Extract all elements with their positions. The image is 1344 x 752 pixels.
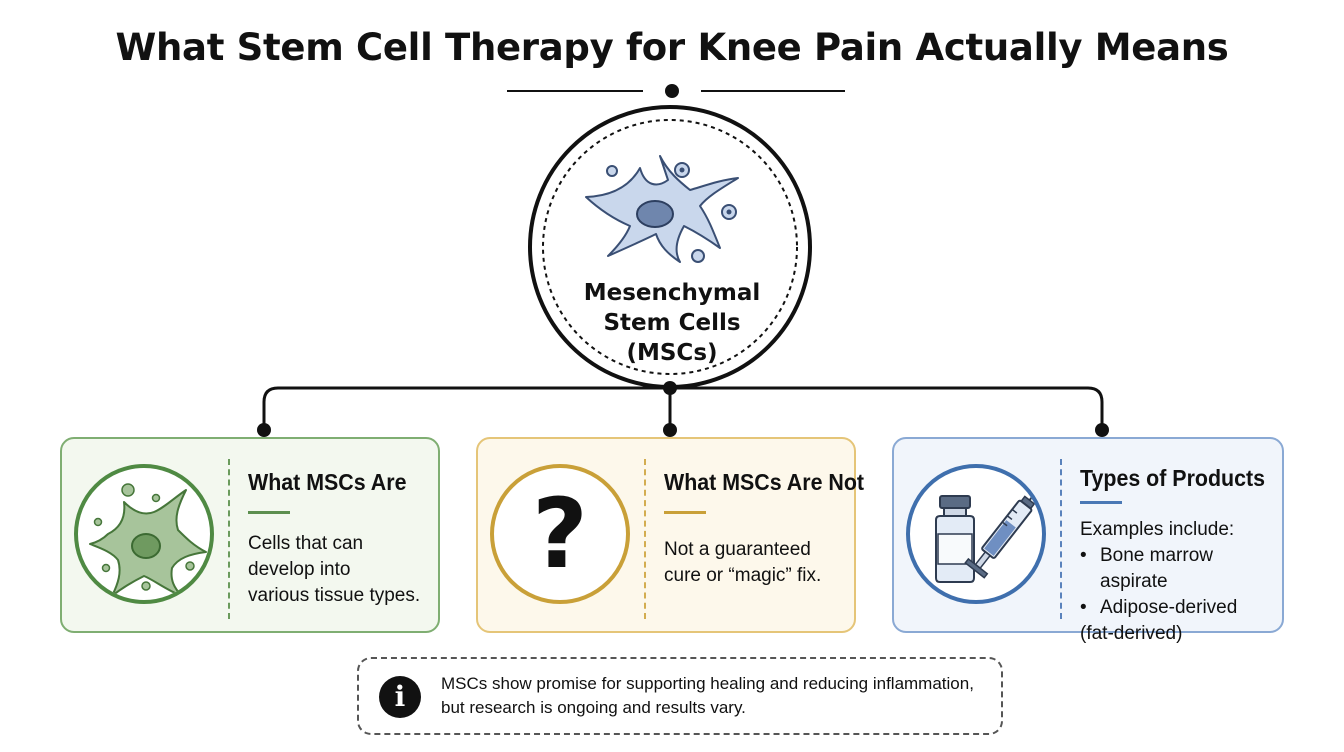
info-icon: i: [379, 676, 421, 718]
stem-cell-icon: [585, 155, 739, 263]
list-item: Adipose-derived: [1080, 595, 1282, 621]
card-title: What MSCs Are Not: [664, 469, 865, 495]
list-item: Bone marrow aspirate: [1080, 543, 1282, 595]
note-text: MSCs show promise for supporting healing…: [441, 672, 974, 720]
card-title: What MSCs Are: [248, 469, 407, 495]
question-mark-icon: ?: [490, 464, 630, 604]
note-line: but research is ongoing and results vary…: [441, 698, 746, 717]
title-underline: [664, 511, 706, 514]
question-mark-glyph: ?: [532, 478, 588, 590]
center-label-line-1: Mesenchymal: [583, 280, 761, 306]
page-title: What Stem Cell Therapy for Knee Pain Act…: [115, 26, 1229, 69]
card-what-mscs-are-not: ? What MSCs Are Not Not a guaranteed cur…: [476, 437, 864, 633]
card-types-of-products: Types of Products Examples include: Bone…: [892, 437, 1284, 644]
title-underline: [248, 511, 290, 514]
center-label-line-3: (MSCs): [626, 340, 718, 366]
card-body-line: Not a guaranteed: [664, 539, 811, 560]
card-what-mscs-are: What MSCs Are Cells that can develop int…: [60, 437, 440, 633]
info-note: i MSCs show promise for supporting heali…: [357, 657, 1003, 735]
card-intro: Examples include:: [1080, 519, 1235, 540]
card-body: Not a guaranteed cure or “magic” fix.: [664, 537, 821, 589]
title-underline: [1080, 501, 1122, 504]
card-body-line: Cells that can: [248, 533, 364, 554]
vial-syringe-icon: [906, 464, 1046, 604]
center-label: Mesenchymal Stem Cells (MSCs): [560, 278, 784, 368]
green-cell-icon: [74, 464, 214, 604]
card-body-line: various tissue types.: [248, 585, 421, 606]
title-divider-ornament: [507, 84, 845, 98]
center-label-line-2: Stem Cells: [603, 310, 741, 336]
card-body-line: develop into: [248, 559, 351, 580]
card-body-line: cure or “magic” fix.: [664, 565, 822, 586]
card-divider: [1060, 459, 1062, 619]
card-body: Cells that can develop into various tiss…: [248, 531, 420, 609]
card-body: Examples include: Bone marrow aspirate A…: [1080, 517, 1282, 647]
note-line: MSCs show promise for supporting healing…: [441, 674, 974, 693]
card-title: Types of Products: [1080, 465, 1266, 491]
card-divider: [228, 459, 230, 619]
card-divider: [644, 459, 646, 619]
list-item-continuation: (fat-derived): [1080, 623, 1183, 644]
branch-connectors: [257, 381, 1109, 437]
product-list: Bone marrow aspirate Adipose-derived: [1080, 543, 1282, 621]
